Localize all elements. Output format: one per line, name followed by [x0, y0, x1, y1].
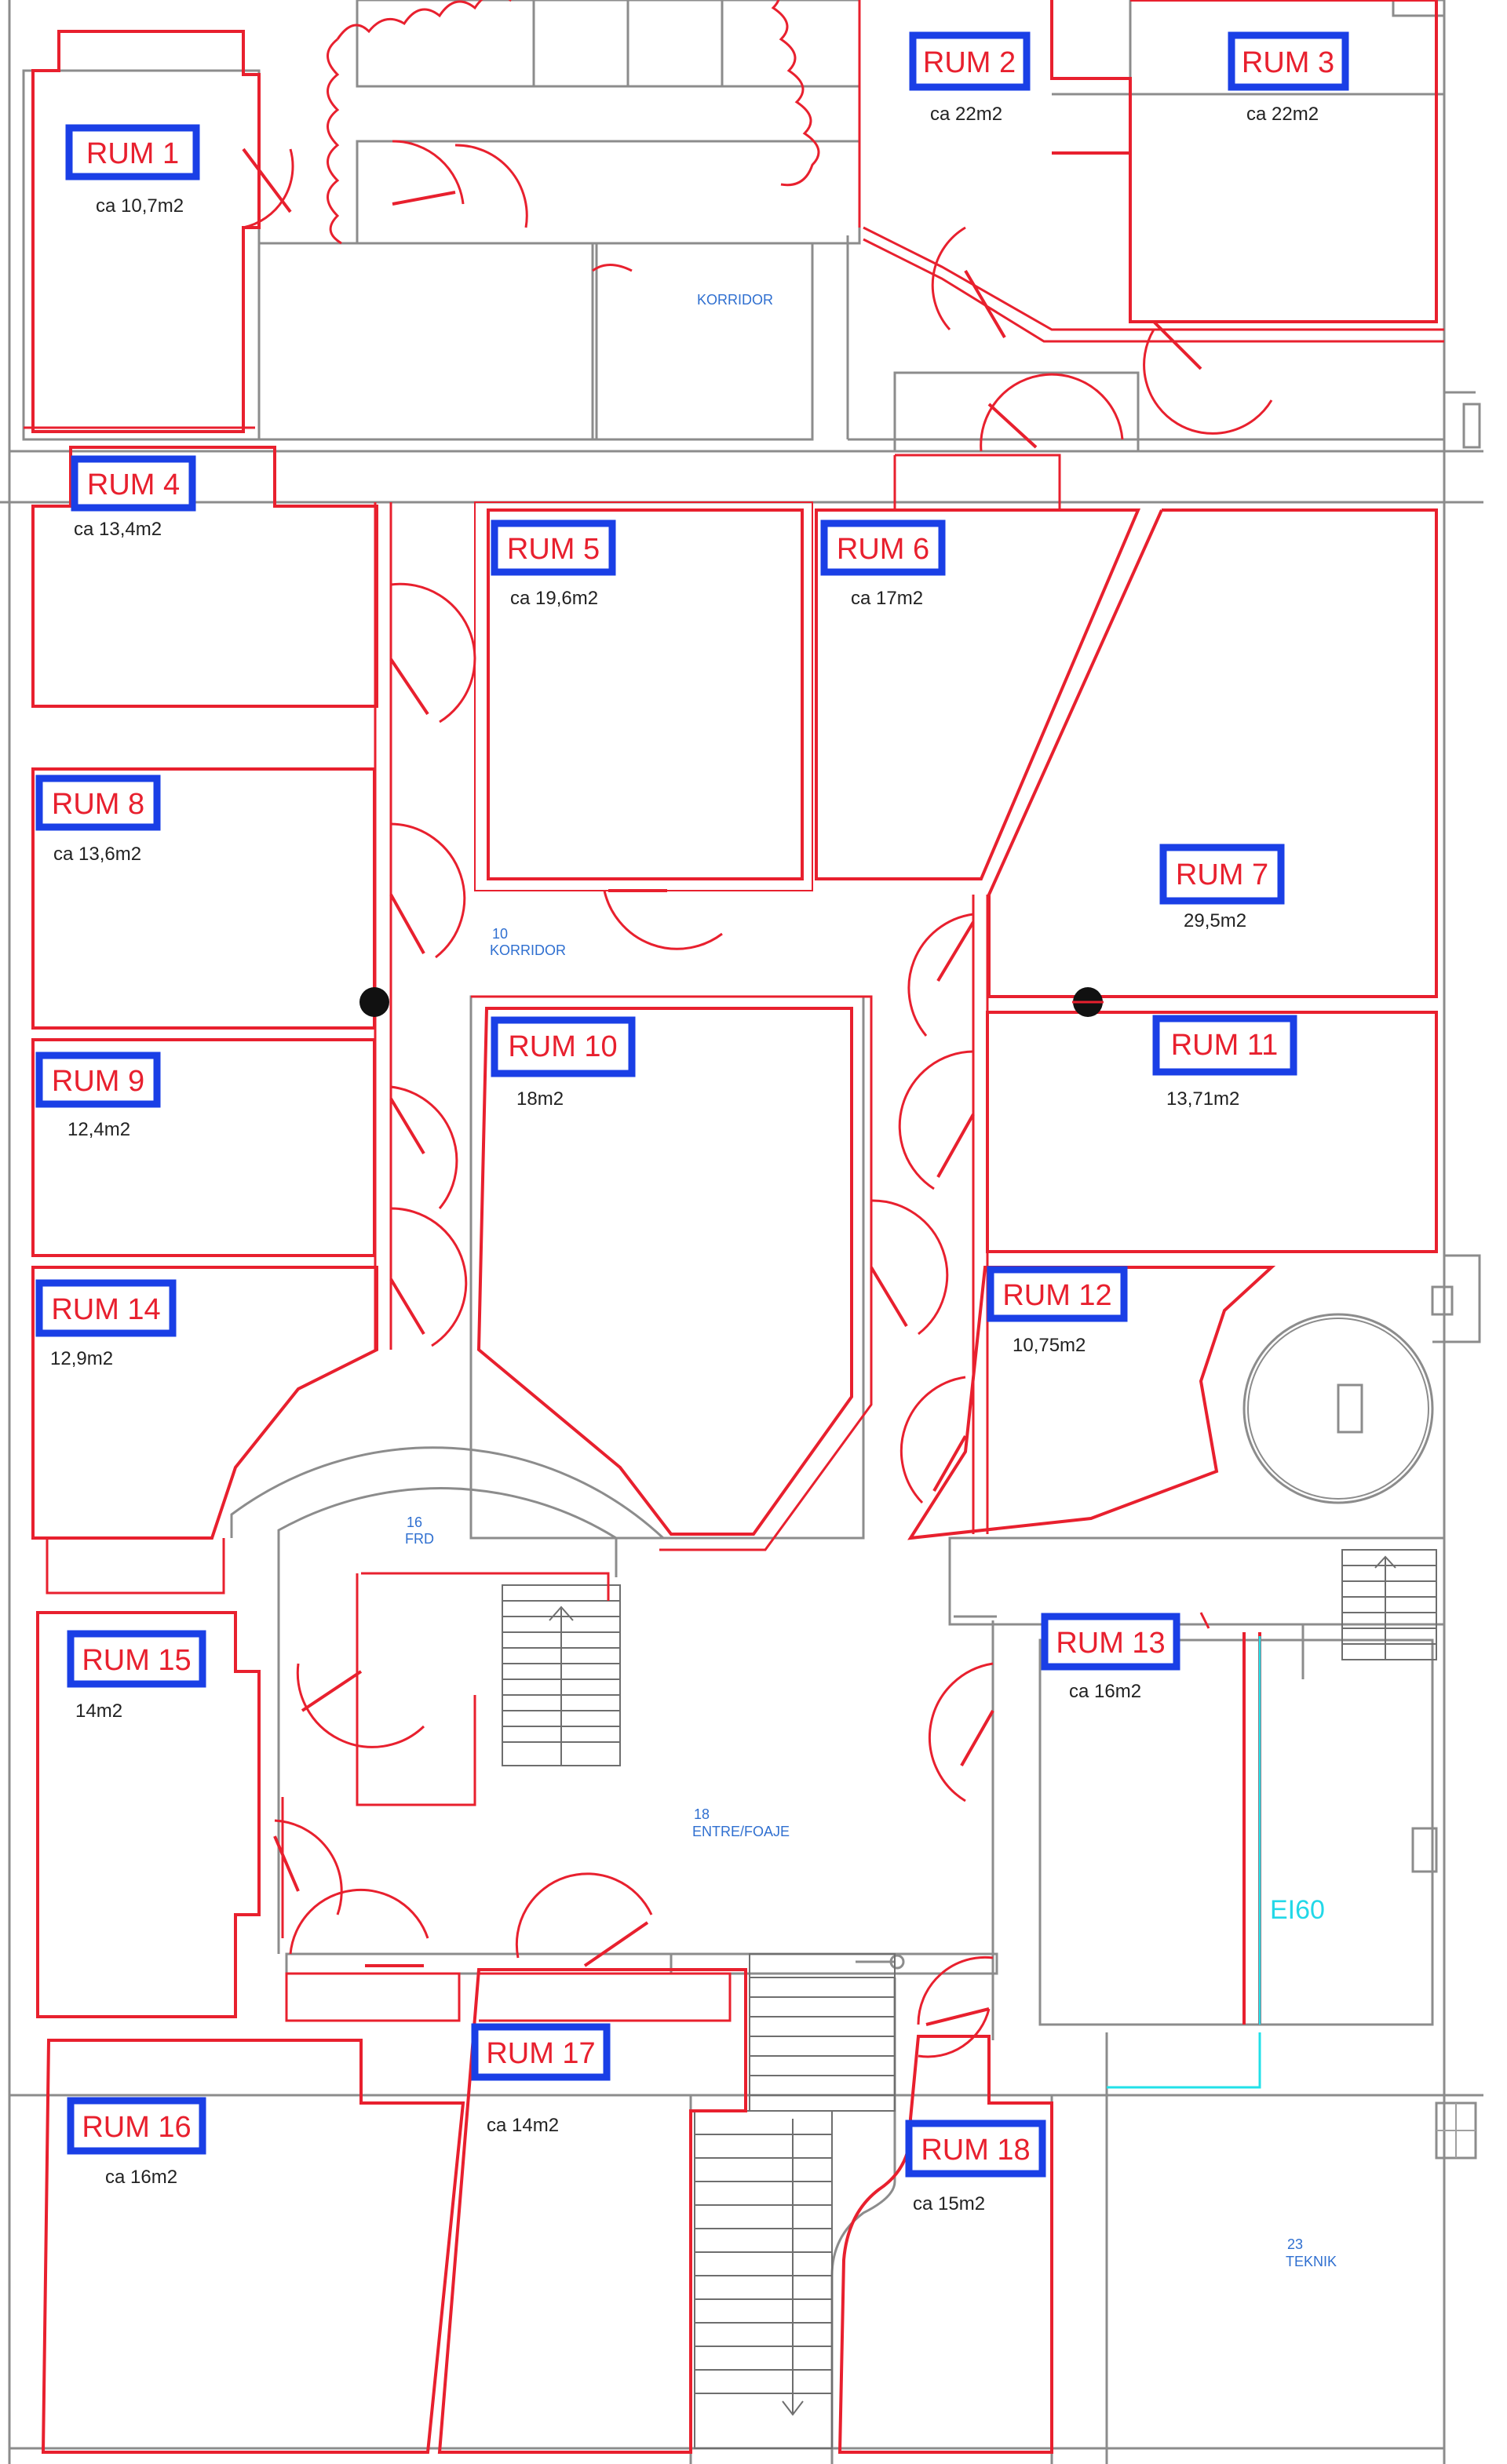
room-label-rum11: RUM 11	[1171, 1029, 1279, 1062]
room-area-rum3: ca 22m2	[1246, 104, 1319, 125]
room-area-rum5: ca 19,6m2	[510, 588, 598, 609]
room-label-rum9: RUM 9	[52, 1065, 144, 1098]
entre-label: ENTRE/FOAJE	[692, 1824, 790, 1839]
room-area-rum10: 18m2	[516, 1088, 564, 1110]
room-area-rum17: ca 14m2	[487, 2115, 559, 2136]
room-area-rum14: 12,9m2	[50, 1348, 113, 1369]
room-label-rum5: RUM 5	[507, 533, 600, 566]
room-area-rum11: 13,71m2	[1166, 1088, 1239, 1110]
room-area-rum16: ca 16m2	[105, 2167, 177, 2188]
fire-rating-label: EI60	[1270, 1895, 1325, 1925]
room-outlines	[24, 0, 1444, 2454]
room-label-rum14: RUM 14	[51, 1293, 160, 1326]
korridor-top-label: KORRIDOR	[697, 292, 773, 308]
room-area-rum12: 10,75m2	[1013, 1335, 1086, 1356]
frd-number: 16	[407, 1514, 422, 1530]
room-labels: RUM 1 ca 10,7m2 RUM 2 ca 22m2 RUM 3 ca 2…	[35, 31, 1349, 2214]
entre-number: 18	[694, 1806, 710, 1822]
room-label-rum17: RUM 17	[486, 2037, 595, 2070]
room-label-rum12: RUM 12	[1002, 1279, 1111, 1312]
korridor-mid-number: 10	[492, 926, 508, 942]
room-label-rum8: RUM 8	[52, 788, 144, 821]
room-label-rum3: RUM 3	[1242, 46, 1334, 79]
room-label-rum13: RUM 13	[1056, 1627, 1165, 1660]
room-area-rum1: ca 10,7m2	[96, 195, 184, 217]
stairs	[502, 1549, 1437, 2449]
room-label-rum15: RUM 15	[82, 1644, 191, 1677]
room-label-rum18: RUM 18	[921, 2134, 1030, 2167]
room-label-rum16: RUM 16	[82, 2111, 191, 2144]
room-area-rum18: ca 15m2	[913, 2193, 985, 2214]
room-area-rum13: ca 16m2	[1069, 1681, 1141, 1702]
room-area-rum6: ca 17m2	[851, 588, 923, 609]
teknik-label: TEKNIK	[1286, 2254, 1337, 2269]
room-area-rum7: 29,5m2	[1184, 910, 1246, 931]
doors	[242, 140, 1273, 2058]
fire-wall-ei60	[1107, 1636, 1261, 2089]
room-area-rum9: 12,4m2	[68, 1119, 130, 1140]
room-label-rum10: RUM 10	[508, 1030, 617, 1063]
room-area-rum15: 14m2	[75, 1700, 122, 1722]
room-label-rum6: RUM 6	[837, 533, 929, 566]
frd-label: FRD	[405, 1531, 434, 1547]
space-labels: KORRIDOR 10 KORRIDOR 16 FRD 18 ENTRE/FOA…	[405, 292, 1337, 2269]
room-area-rum2: ca 22m2	[930, 104, 1002, 125]
room-label-rum1: RUM 1	[86, 137, 179, 170]
korridor-mid-label: KORRIDOR	[490, 942, 566, 958]
room-label-rum4: RUM 4	[87, 468, 180, 501]
column-marker	[359, 987, 389, 1017]
teknik-number: 23	[1287, 2236, 1303, 2252]
room-label-rum7: RUM 7	[1176, 858, 1268, 891]
room-area-rum4: ca 13,4m2	[74, 519, 162, 540]
room-label-rum2: RUM 2	[923, 46, 1016, 79]
room-area-rum8: ca 13,6m2	[53, 844, 141, 865]
